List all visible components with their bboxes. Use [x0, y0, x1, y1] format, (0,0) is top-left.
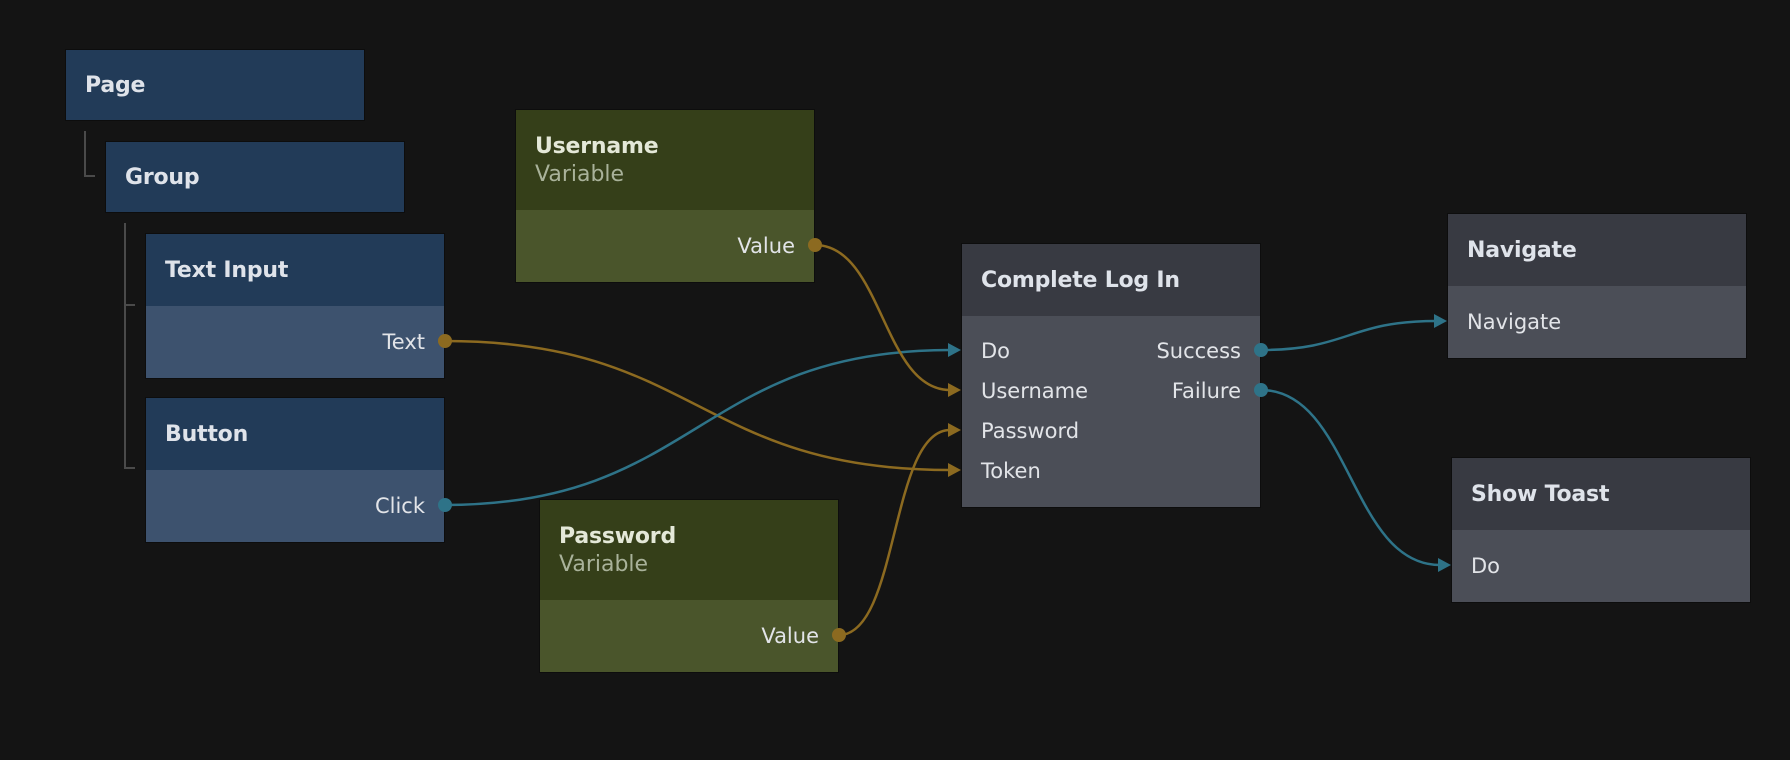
- tree-connector-group: [84, 131, 86, 177]
- node-title: Password: [559, 523, 677, 549]
- connection-wire[interactable]: [1260, 388, 1441, 567]
- node-button[interactable]: Button Click: [145, 397, 445, 543]
- tree-tick-text-input: [124, 304, 135, 306]
- node-body: Value: [540, 600, 838, 672]
- node-header[interactable]: Group: [106, 142, 404, 212]
- node-header[interactable]: Text Input: [146, 234, 444, 306]
- node-subtitle: Variable: [535, 161, 625, 187]
- node-password-variable[interactable]: Password Variable Value: [539, 499, 839, 673]
- node-text-input[interactable]: Text Input Text: [145, 233, 445, 379]
- node-show-toast[interactable]: Show Toast Do: [1451, 457, 1751, 603]
- input-port-arrow-icon[interactable]: [1438, 558, 1451, 572]
- input-port-arrow-icon[interactable]: [948, 383, 961, 397]
- port-label-token: Token: [981, 459, 1041, 483]
- connection-wire[interactable]: [444, 348, 951, 507]
- node-body: Text: [146, 306, 444, 378]
- connection-wire[interactable]: [1260, 319, 1437, 352]
- connection-wire[interactable]: [814, 243, 951, 392]
- node-username-variable[interactable]: Username Variable Value: [515, 109, 815, 283]
- node-body: Navigate: [1448, 286, 1746, 358]
- node-body: Value: [516, 210, 814, 282]
- port-label-value: Value: [761, 624, 819, 648]
- node-header[interactable]: Password Variable: [540, 500, 838, 600]
- input-port-arrow-icon[interactable]: [948, 343, 961, 357]
- port-label-do: Do: [981, 339, 1011, 363]
- node-group[interactable]: Group: [105, 141, 405, 213]
- node-page[interactable]: Page: [65, 49, 365, 121]
- node-title: Username: [535, 133, 659, 159]
- port-label-navigate: Navigate: [1467, 310, 1562, 334]
- tree-connector-children: [124, 223, 126, 469]
- node-header[interactable]: Button: [146, 398, 444, 470]
- node-title: Group: [125, 164, 200, 190]
- port-label-value: Value: [737, 234, 795, 258]
- node-body: Do: [1452, 530, 1750, 602]
- port-label-do: Do: [1471, 554, 1501, 578]
- node-body: Click: [146, 470, 444, 542]
- port-label-password: Password: [981, 419, 1080, 443]
- node-header[interactable]: Complete Log In: [962, 244, 1260, 316]
- input-port-arrow-icon[interactable]: [1434, 314, 1447, 328]
- node-body: Do Username Password Token Success Failu…: [962, 316, 1260, 507]
- port-label-success: Success: [1156, 339, 1241, 363]
- tree-tick-group: [84, 175, 95, 177]
- input-port-arrow-icon[interactable]: [948, 423, 961, 437]
- node-title: Show Toast: [1471, 481, 1610, 507]
- node-header[interactable]: Page: [66, 50, 364, 120]
- port-label-failure: Failure: [1171, 379, 1241, 403]
- node-title: Navigate: [1467, 237, 1577, 263]
- connection-wire[interactable]: [444, 339, 951, 472]
- input-port-arrow-icon[interactable]: [948, 463, 961, 477]
- connection-wire[interactable]: [838, 428, 951, 637]
- node-title: Page: [85, 72, 146, 98]
- node-header[interactable]: Show Toast: [1452, 458, 1750, 530]
- port-label-click: Click: [374, 494, 425, 518]
- node-title: Button: [165, 421, 249, 447]
- tree-tick-button: [124, 467, 135, 469]
- port-label-text: Text: [382, 330, 425, 354]
- node-navigate[interactable]: Navigate Navigate: [1447, 213, 1747, 359]
- node-header[interactable]: Navigate: [1448, 214, 1746, 286]
- port-label-username: Username: [981, 379, 1089, 403]
- node-subtitle: Variable: [559, 551, 649, 577]
- node-complete-log-in[interactable]: Complete Log In Do Username Password Tok…: [961, 243, 1261, 508]
- node-header[interactable]: Username Variable: [516, 110, 814, 210]
- node-title: Text Input: [165, 257, 289, 283]
- node-title: Complete Log In: [981, 267, 1180, 293]
